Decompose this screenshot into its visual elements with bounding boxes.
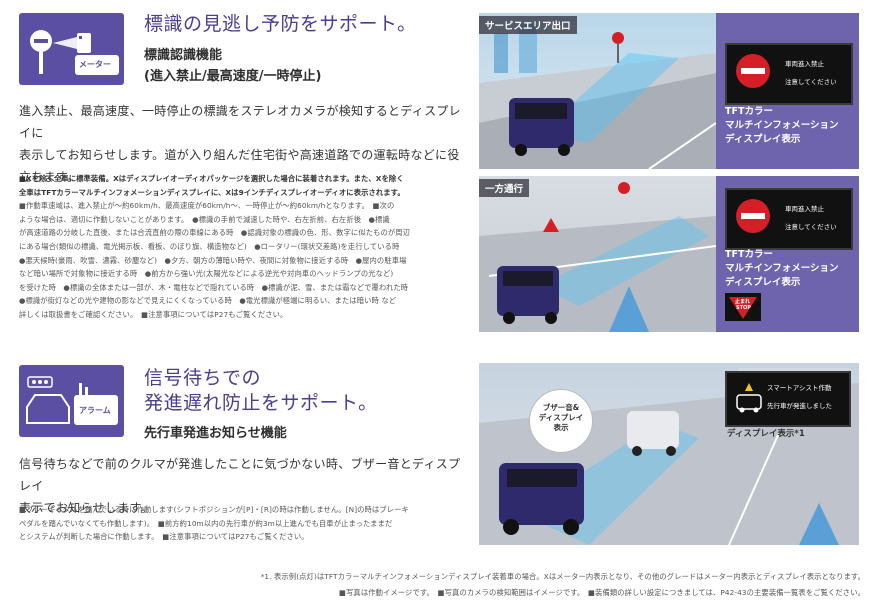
note-line: ペダルを踏んでいなくても作動します)。 ■前方約10m以内の先行車が約3m以上進… (19, 518, 393, 528)
section1-subtitle-2: (進入禁止/最高速度/一時停止) (144, 69, 322, 84)
display-caption: TFTカラー マルチインフォメーション ディスプレイ表示 (725, 106, 839, 145)
note-bold-line: 全車はTFTカラーマルチインフォメーションディスプレイに、Xは9インチディスプレ… (19, 187, 405, 197)
buzzer-bubble: ブザー音& ディスプレイ 表示 (529, 389, 593, 453)
alarm-label: アラーム (79, 406, 111, 415)
bubble-line: 表示 (553, 423, 569, 432)
note-line: ■作動車速域は、進入禁止が〜約60km/h、最高速度が60km/h〜、一時停止が… (19, 201, 395, 211)
footer-line-1: *1. 表示例(点灯)はTFTカラーマルチインフォメーションディスプレイ装着車の… (260, 572, 865, 581)
section2-body: 信号待ちなどで前のクルマが発進したことに気づかない時、ブザー音とディスプレイ 表… (19, 453, 464, 519)
section2-notes: ■ブレーキペダルを踏んでいる時に作動します(シフトポジションが[P]・[R]の時… (19, 503, 464, 544)
note-line: にある場合(類似の標識、電光掲示板、看板、のぼり旗、構造物など) ●ロータリー(… (19, 241, 400, 251)
section2-title-1: 信号待ちでの (144, 367, 262, 389)
section1-notes: ■Xを除く全車に標準装備。Xはディスプレイオーディオパッケージを選択した場合に装… (19, 172, 464, 322)
display-title: スマートアシスト作動 (767, 384, 832, 392)
body-line: 信号待ちなどで前のクルマが発進したことに気づかない時、ブザー音とディスプレイ (19, 457, 461, 493)
meter-display: 車両進入禁止 注意してください (725, 188, 853, 250)
stop-sign-text-1: 止まれ (735, 299, 751, 305)
meter-display: 車両進入禁止 注意してください (725, 43, 853, 105)
note-line: ような場合は、適切に作動しないことがあります。 ●標識の手前で減速した時や、右左… (19, 214, 390, 224)
display-caption: TFTカラー マルチインフォメーション ディスプレイ表示 (725, 249, 839, 288)
road-scene-illustration (479, 23, 716, 169)
section1-title: 標識の見逃し予防をサポート。 (144, 13, 417, 35)
footer-line-2: ■写真は作動イメージです。 ■写真のカメラの検知範囲はイメージです。 ■装備類の… (339, 588, 865, 597)
traffic-signal-photo: ブザー音& ディスプレイ 表示 スマートアシスト作動 先行車が発進しました ディ… (479, 363, 859, 545)
note-line: を受けた時 ●標識の全体または一部が、木・電柱などで隠れている時 ●標識が泥、雪… (19, 282, 409, 292)
display-panel-1: 車両進入禁止 注意してください TFTカラー マルチインフォメーション ディスプ… (716, 13, 859, 169)
display-line-2: 注意してください (785, 223, 837, 231)
display-line-1: 車両進入禁止 (785, 205, 824, 213)
one-way-photo: 一方通行 (479, 176, 716, 332)
note-line: など暗い場所で対象物に接近する時 ●前方から強い光(太陽光などによる逆光や対向車… (19, 269, 394, 279)
section1-subtitle-1: 標識認識機能 (144, 48, 223, 63)
no-entry-sign-icon (736, 54, 770, 88)
display-message: 先行車が発進しました (767, 402, 832, 410)
note-line: 詳しくは取扱書をご確認ください。 ■注意事項についてはP27もご覧ください。 (19, 309, 288, 319)
note-bold-line: ■Xを除く全車に標準装備。Xはディスプレイオーディオパッケージを選択した場合に装… (19, 174, 404, 183)
stop-sign-icon (729, 297, 757, 319)
meter-label: メーター (79, 60, 111, 69)
display-line-2: 注意してください (785, 78, 837, 86)
display-panel-2: 車両進入禁止 注意してください TFTカラー マルチインフォメーション ディスプ… (716, 176, 859, 332)
stop-sign-display: 止まれ STOP (725, 293, 761, 321)
stop-sign-text-2: STOP (736, 305, 751, 311)
bubble-line: ディスプレイ (538, 413, 584, 422)
note-line: ■ブレーキペダルを踏んでいる時に作動します(シフトポジションが[P]・[R]の時… (19, 505, 409, 514)
car-alert-icon (736, 383, 762, 413)
section2-title-2: 発進遅れ防止をサポート。 (144, 392, 378, 414)
body-line: 立ちます。 (19, 170, 80, 184)
body-line: 表示してお知らせします。道が入り組んだ住宅街や高速道路での運転時などに役 (19, 148, 460, 162)
bubble-line: ブザー音& (542, 403, 580, 412)
smart-assist-display: スマートアシスト作動 先行車が発進しました (725, 371, 851, 427)
body-line: 表示でお知らせします。 (19, 501, 153, 515)
vehicle-alarm-icon (26, 376, 118, 425)
display-caption: ディスプレイ表示*1 (727, 429, 805, 439)
intersection-illustration (479, 182, 716, 332)
footer: *1. 表示例(点灯)はTFTカラーマルチインフォメーションディスプレイ装着車の… (175, 569, 865, 601)
location-tag: サービスエリア出口 (479, 16, 577, 34)
body-line: 進入禁止、最高速度、一時停止の標識をステレオカメラが検知するとディスプレイに (19, 104, 461, 140)
note-line: ●標識が街灯などの光や建物の影などで見えにくくなっている時 ●電光標識が極端に明… (19, 296, 397, 306)
location-tag: 一方通行 (479, 179, 530, 197)
note-line: が高速道路の分岐した直後、または合流直前の際の車線にある時 ●認識対象の標識の色… (19, 228, 411, 238)
sign-camera-icon (30, 30, 119, 75)
note-line: ●悪天候時(豪雨、吹雪、濃霧、砂塵など) ●夕方、朝方の薄暗い時や、夜間に対象物… (19, 255, 407, 265)
sign-recognition-icon-box: メーター (19, 13, 124, 85)
note-line: とシステムが判断した場合に作動します。 ■注意事項についてはP27もご覧ください… (19, 532, 309, 542)
display-line-1: 車両進入禁止 (785, 60, 824, 68)
service-area-exit-photo: サービスエリア出口 (479, 13, 716, 169)
section1-body: 進入禁止、最高速度、一時停止の標識をステレオカメラが検知するとディスプレイに 表… (19, 100, 464, 188)
no-entry-sign-icon (736, 199, 770, 233)
section2-subtitle: 先行車発進お知らせ機能 (144, 426, 287, 441)
start-alert-icon-box: アラーム (19, 365, 124, 437)
